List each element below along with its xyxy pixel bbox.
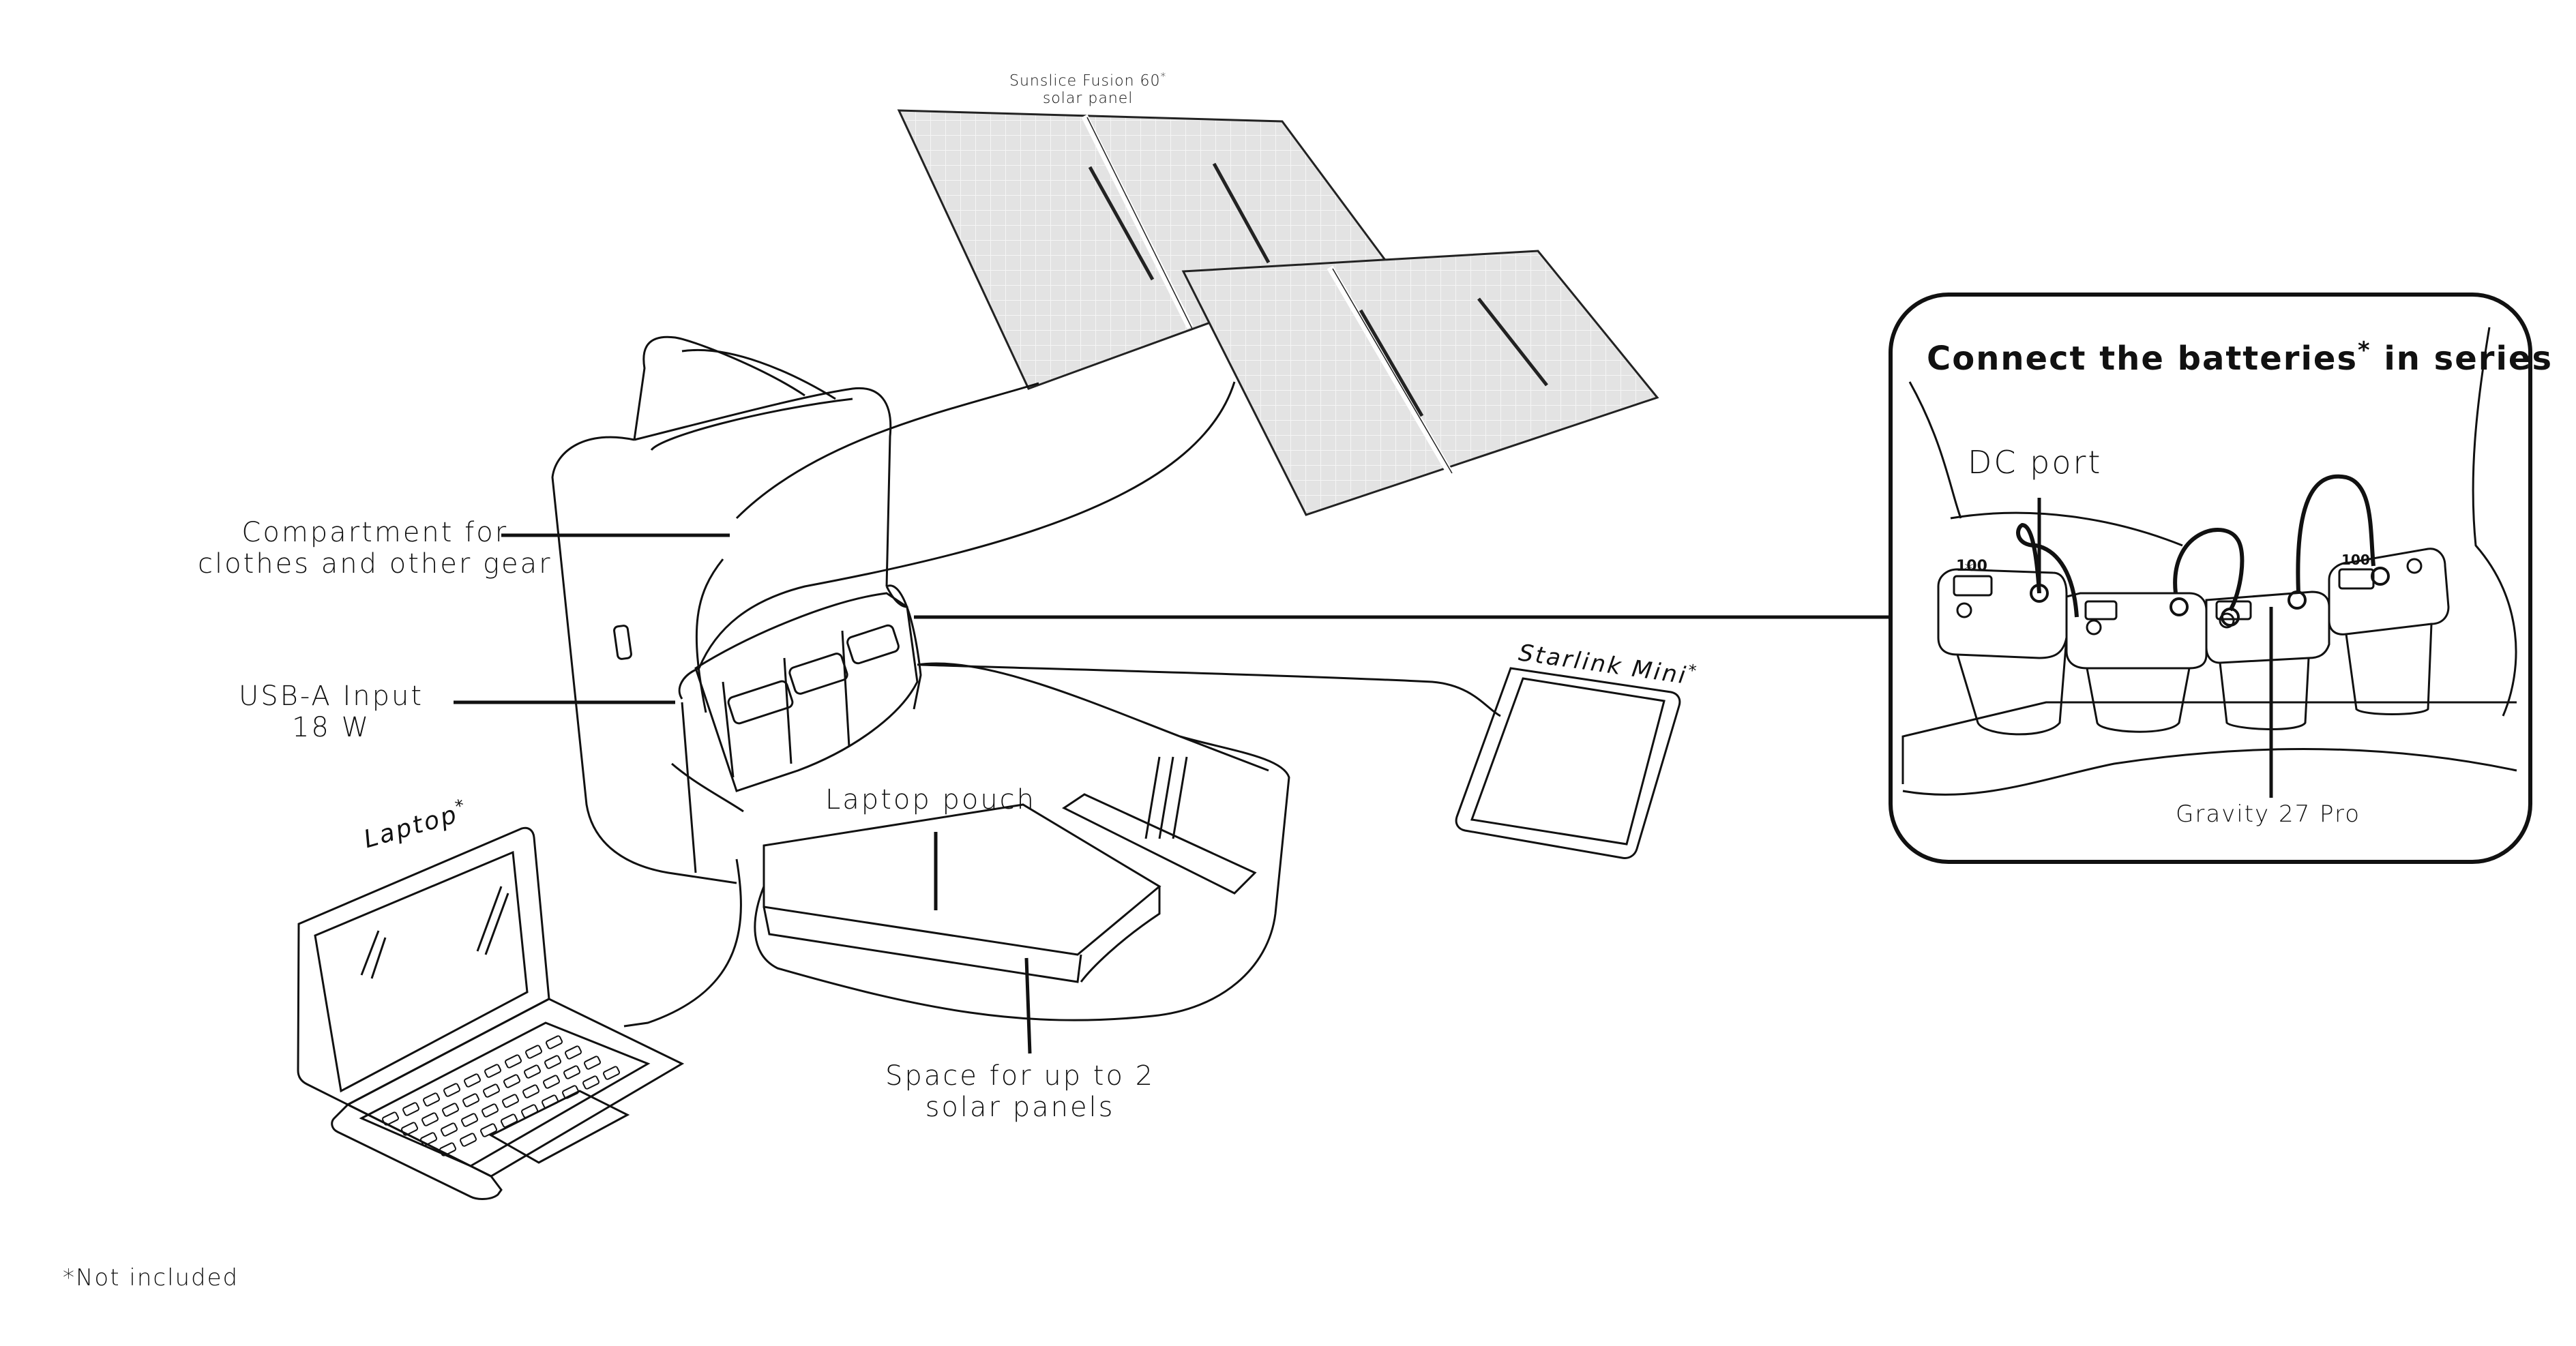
laptop <box>297 826 685 1200</box>
keyboard-key <box>442 1103 460 1117</box>
keyboard-key <box>482 1103 499 1118</box>
keyboard-key <box>563 1065 581 1079</box>
keyboard-key <box>546 1035 563 1049</box>
keyboard-key <box>420 1132 438 1146</box>
keyboard-key <box>484 1064 502 1078</box>
compartment-label-line1: Compartment for <box>241 517 509 548</box>
compartment-label: Compartment for clothes and other gear <box>198 517 552 580</box>
solar-space-label: Space for up to 2 solar panels <box>885 1060 1155 1123</box>
keyboard-key <box>402 1102 420 1116</box>
keyboard-key <box>439 1142 457 1156</box>
laptop-keys <box>382 1035 621 1156</box>
keyboard-key <box>483 1083 501 1098</box>
keyboard-key <box>462 1093 480 1107</box>
dc-port-label: DC port <box>1968 444 2103 481</box>
solar-panel-front <box>1181 250 1659 516</box>
keyboard-key <box>464 1073 482 1088</box>
keyboard-key <box>582 1075 600 1090</box>
keyboard-key <box>461 1113 479 1127</box>
inset-box <box>1889 293 2532 864</box>
laptop-pouch-label: Laptop pouch <box>825 784 1037 816</box>
keyboard-key <box>443 1083 461 1097</box>
keyboard-key <box>544 1055 562 1069</box>
keyboard-key <box>565 1045 582 1060</box>
battery-display-4: 100 <box>2341 552 2370 568</box>
usb-input-label-line1: USB-A Input <box>239 681 424 712</box>
keyboard-key <box>423 1092 441 1107</box>
solar-space-label-line2: solar panels <box>925 1092 1115 1123</box>
keyboard-key <box>584 1056 602 1070</box>
backpack <box>551 335 1290 1028</box>
keyboard-key <box>460 1133 477 1147</box>
solar-panel-back <box>897 109 1387 390</box>
solar-space-label-line1: Space for up to 2 <box>885 1060 1155 1092</box>
solar-panel-label-line1: Sunslice Fusion 60 <box>1009 72 1161 90</box>
keyboard-key <box>542 1094 559 1109</box>
footnote: *Not included <box>63 1264 239 1291</box>
keyboard-key <box>503 1074 521 1088</box>
gravity-label: Gravity 27 Pro <box>2176 801 2360 828</box>
keyboard-key <box>480 1123 498 1137</box>
compartment-label-line2: clothes and other gear <box>198 548 552 580</box>
inset-title-part2: in series <box>2371 340 2553 378</box>
usb-input-label: USB-A Input 18 W <box>239 681 424 743</box>
usb-input-label-line2: 18 W <box>291 712 371 743</box>
keyboard-key <box>382 1111 400 1126</box>
solar-panel-label: Sunslice Fusion 60* solar panel <box>1009 70 1167 107</box>
inset-battery-asterisk: * <box>1964 558 1976 581</box>
keyboard-key <box>562 1085 580 1099</box>
keyboard-key <box>522 1084 540 1098</box>
battery-display-1: 100 <box>1956 558 1987 575</box>
keyboard-key <box>421 1112 439 1126</box>
inset-title: Connect the batteries* in series <box>1927 337 2553 378</box>
keyboard-key <box>524 1064 542 1079</box>
keyboard-key <box>441 1122 458 1137</box>
keyboard-key <box>525 1045 543 1059</box>
inset-title-asterisk: * <box>2358 337 2371 363</box>
solar-panel-asterisk: * <box>1160 70 1167 83</box>
keyboard-key <box>505 1054 522 1068</box>
keyboard-key <box>401 1122 419 1136</box>
keyboard-key <box>603 1066 621 1080</box>
keyboard-key <box>501 1113 518 1128</box>
keyboard-key <box>521 1104 539 1118</box>
starlink-mini <box>920 663 1681 859</box>
solar-panel-label-line2: solar panel <box>1042 89 1134 107</box>
keyboard-key <box>543 1075 561 1089</box>
inset-title-part1: Connect the batteries <box>1927 340 2358 378</box>
keyboard-key <box>502 1094 520 1108</box>
